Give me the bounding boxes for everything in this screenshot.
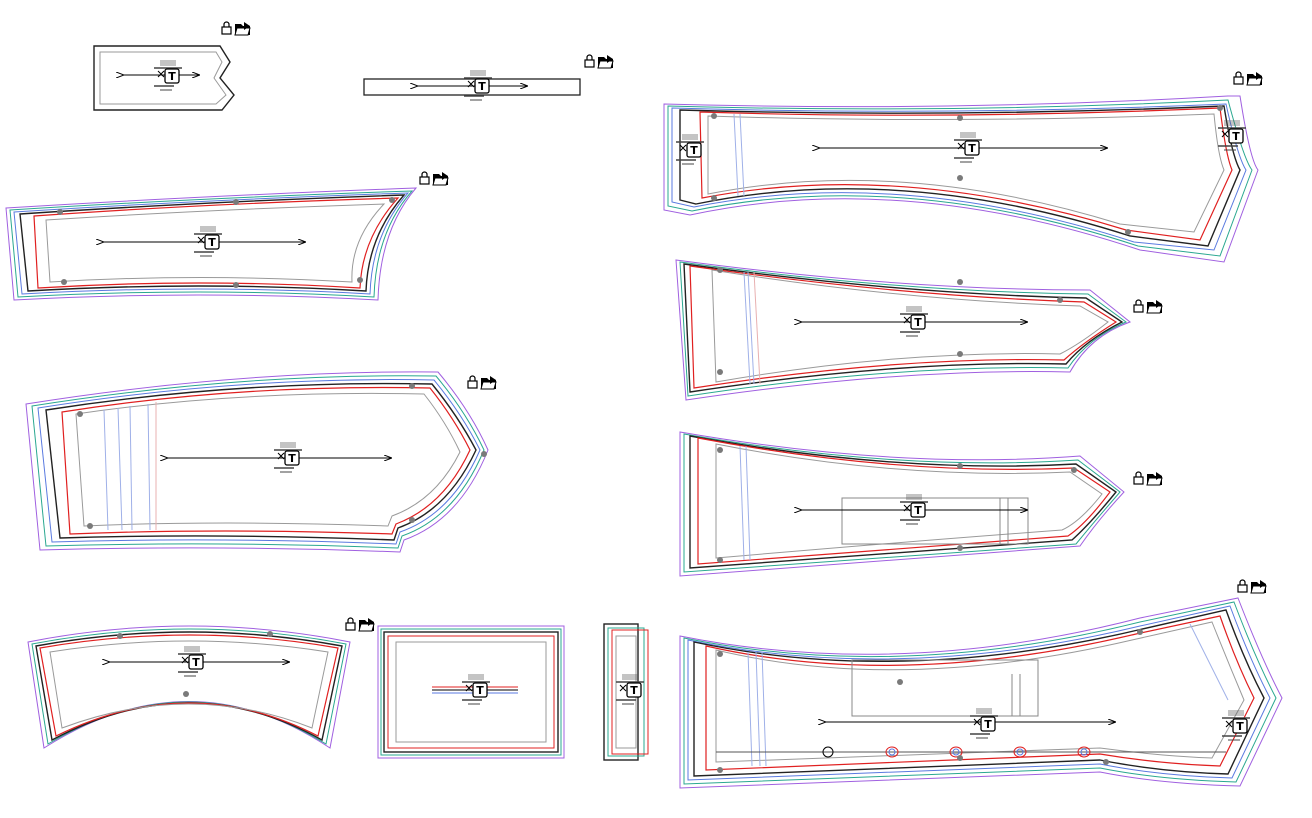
notch-points bbox=[57, 105, 1223, 773]
lock-folder-tools[interactable] bbox=[1133, 471, 1163, 486]
piece-label[interactable] bbox=[273, 441, 303, 473]
piece-label[interactable] bbox=[953, 131, 983, 163]
piece-label[interactable] bbox=[969, 707, 999, 739]
pattern-piece-8[interactable] bbox=[663, 71, 1263, 263]
pattern-piece-9[interactable] bbox=[675, 259, 1163, 401]
piece-label[interactable] bbox=[615, 673, 645, 705]
pattern-piece-3[interactable] bbox=[5, 171, 449, 301]
piece-label[interactable] bbox=[193, 225, 223, 257]
pattern-piece-5[interactable] bbox=[27, 617, 375, 749]
piece-label[interactable] bbox=[177, 645, 207, 677]
piece-label[interactable] bbox=[899, 305, 929, 337]
piece-label[interactable] bbox=[461, 673, 491, 705]
lock-folder-tools[interactable] bbox=[1237, 579, 1267, 594]
pattern-piece-1[interactable] bbox=[93, 21, 251, 111]
lock-folder-tools[interactable] bbox=[221, 21, 251, 36]
lock-folder-tools[interactable] bbox=[467, 375, 497, 390]
lock-folder-tools[interactable] bbox=[1133, 299, 1163, 314]
pattern-piece-6[interactable] bbox=[377, 625, 565, 759]
pattern-piece-10[interactable] bbox=[679, 431, 1163, 577]
lock-folder-tools[interactable] bbox=[345, 617, 375, 632]
buttonholes bbox=[822, 746, 1091, 758]
lock-folder-tools[interactable] bbox=[419, 171, 449, 186]
lock-folder-tools[interactable] bbox=[584, 54, 614, 69]
pattern-piece-4[interactable] bbox=[25, 371, 497, 553]
pattern-piece-7[interactable] bbox=[603, 623, 649, 761]
pattern-piece-2[interactable] bbox=[363, 54, 614, 101]
pattern-piece-11[interactable] bbox=[679, 579, 1283, 789]
lock-folder-tools[interactable] bbox=[1233, 71, 1263, 86]
